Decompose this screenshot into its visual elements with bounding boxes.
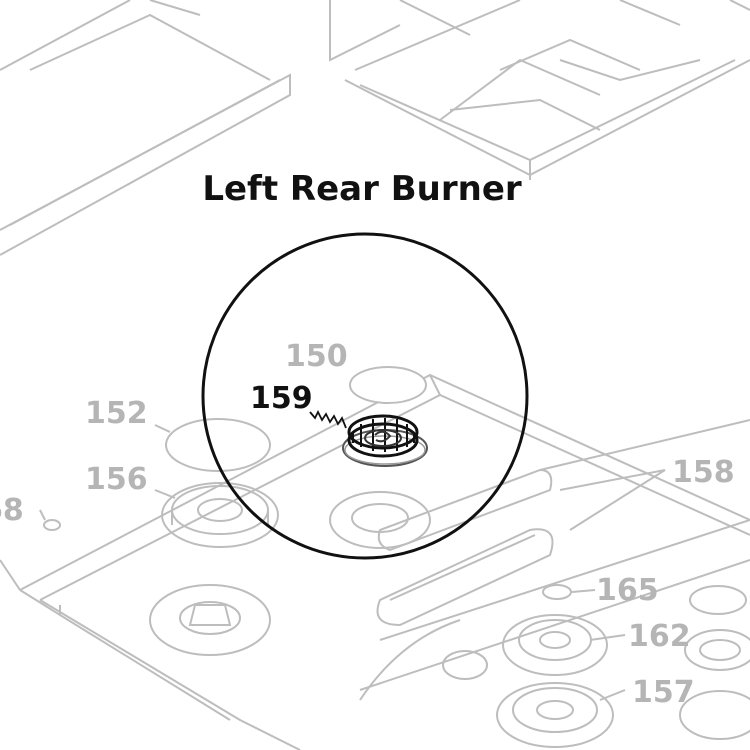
part-label-150: 150 <box>285 339 348 374</box>
part-label-162: 162 <box>628 619 691 654</box>
burner-grate-drawing <box>329 0 750 180</box>
part-label-156: 156 <box>85 462 148 497</box>
drip-tray-drawing <box>0 0 291 256</box>
focus-circle <box>201 232 529 560</box>
cooktop-body-drawing <box>0 373 750 750</box>
burner-assemblies-drawing <box>39 366 750 748</box>
part-label-159: 159 <box>250 381 313 416</box>
part-label-152: 152 <box>85 396 148 431</box>
part-label-157: 157 <box>632 675 695 710</box>
part-label-68: 68 <box>0 493 24 528</box>
part-label-158: 158 <box>672 455 735 490</box>
diagram-title: Left Rear Burner <box>202 169 522 209</box>
burner-159-highlighted <box>309 409 428 467</box>
part-label-165: 165 <box>596 573 659 608</box>
